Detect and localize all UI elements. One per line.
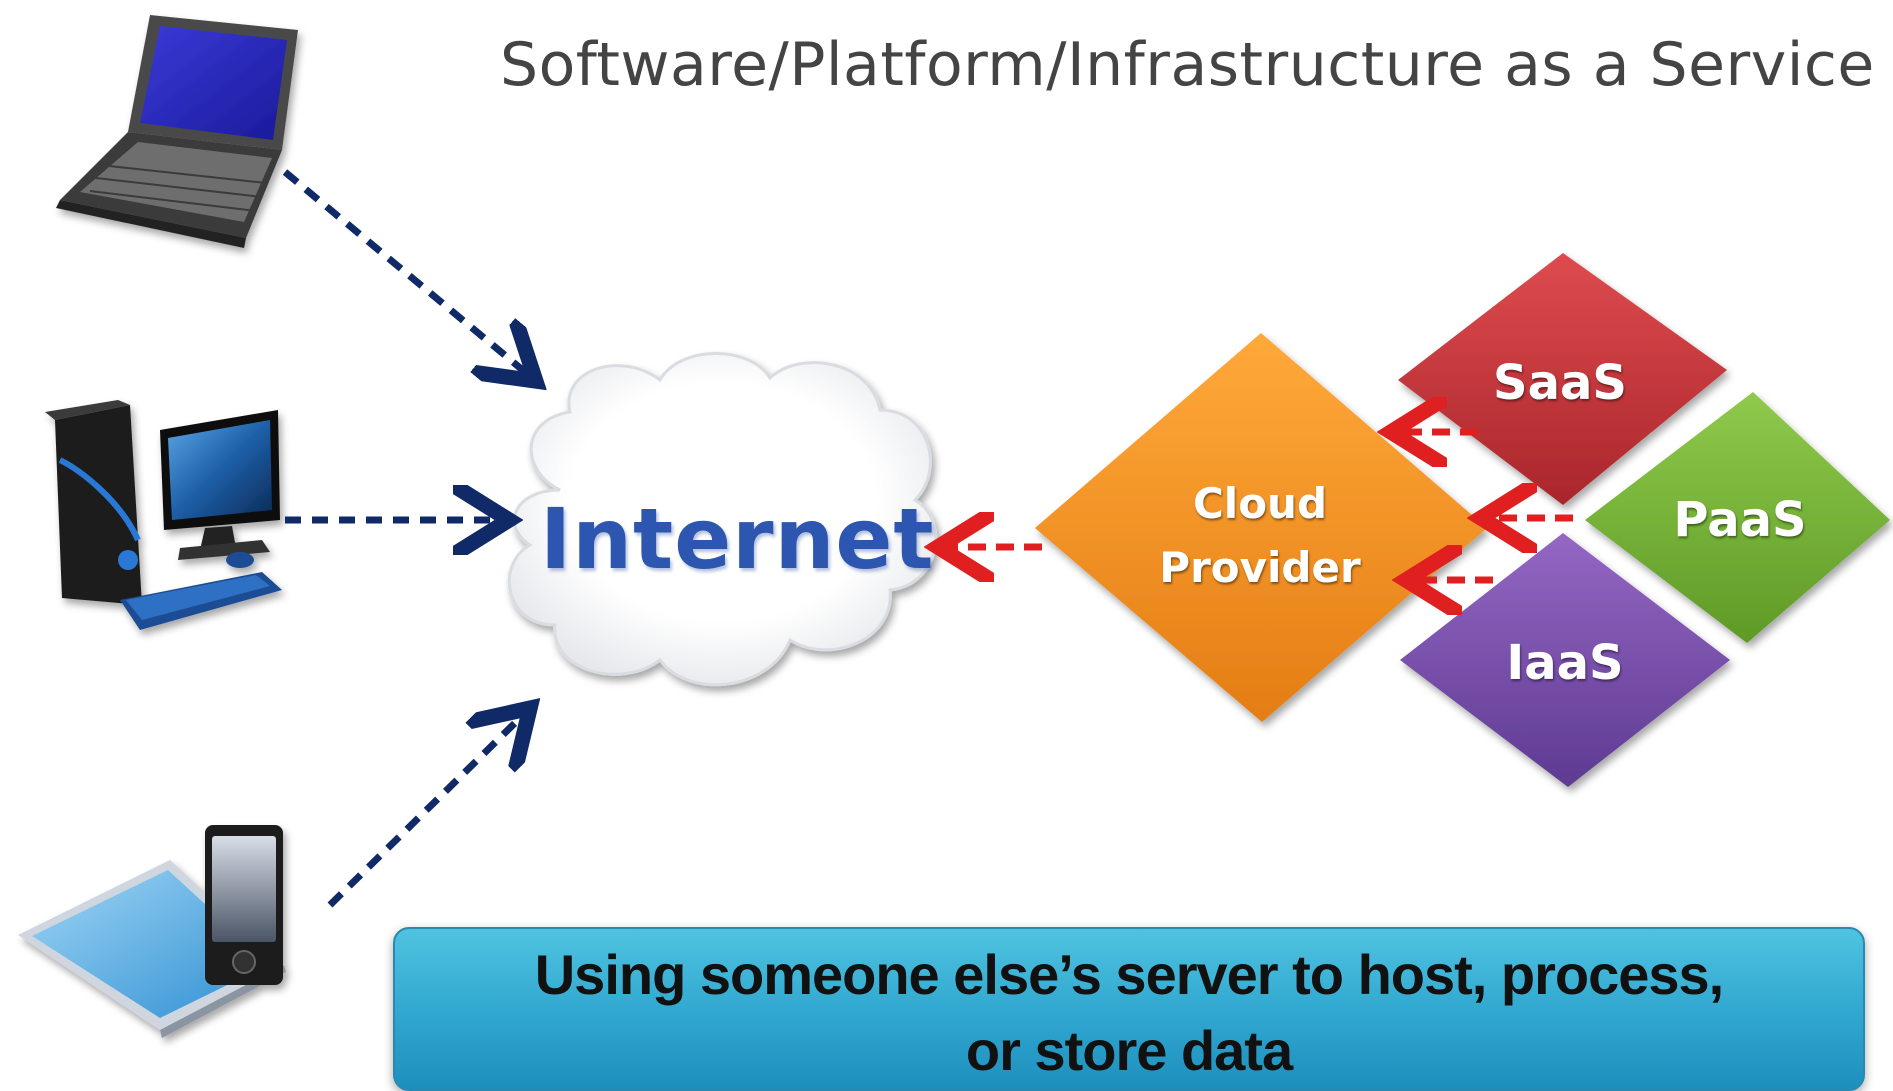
banner-line1: Using someone else’s server to host, pro… bbox=[534, 943, 1725, 1006]
cloud-provider-line2: Provider bbox=[1159, 543, 1361, 592]
iaas-diamond bbox=[1400, 533, 1730, 787]
cloud-provider-label: Cloud Provider bbox=[1140, 472, 1380, 600]
banner-text: Using someone else’s server to host, pro… bbox=[395, 937, 1863, 1089]
desktop-computer-icon bbox=[45, 400, 282, 630]
cloud-provider-line1: Cloud bbox=[1192, 479, 1328, 528]
saas-label: SaaS bbox=[1493, 355, 1627, 411]
definition-banner: Using someone else’s server to host, pro… bbox=[393, 927, 1865, 1091]
page-title: Software/Platform/Infrastructure as a Se… bbox=[500, 30, 1875, 100]
service-arrows bbox=[952, 432, 1573, 580]
banner-line2: or store data bbox=[965, 1019, 1293, 1082]
cloud-provider-diamond bbox=[1035, 333, 1487, 722]
internet-label: Internet bbox=[540, 490, 935, 588]
laptop-icon bbox=[56, 15, 298, 248]
mobile-to-internet-arrow bbox=[327, 718, 520, 908]
tablet-and-phone-icon bbox=[18, 825, 286, 1038]
paas-diamond bbox=[1585, 392, 1890, 643]
saas-diamond bbox=[1398, 253, 1727, 505]
laptop-to-internet-arrow bbox=[282, 169, 525, 372]
device-arrows bbox=[282, 169, 525, 908]
iaas-label: IaaS bbox=[1506, 635, 1624, 691]
paas-label: PaaS bbox=[1673, 492, 1807, 548]
